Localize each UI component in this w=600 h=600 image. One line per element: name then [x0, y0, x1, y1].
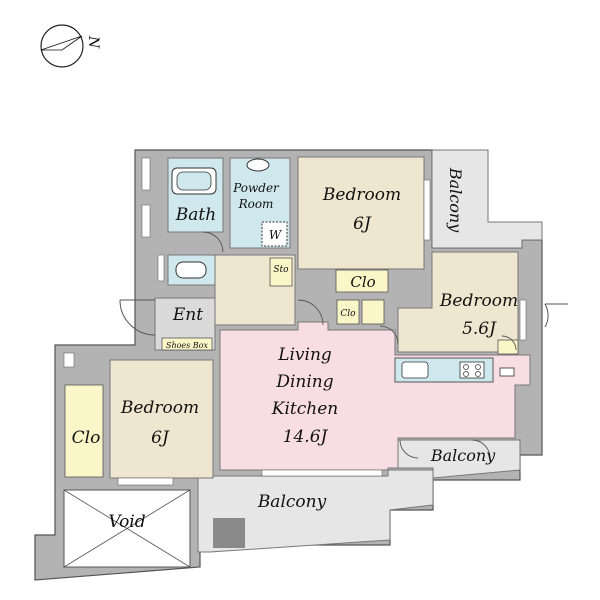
balcony-south-label: Balcony: [257, 492, 327, 512]
sink-icon: [246, 158, 270, 172]
compass: N: [40, 24, 101, 68]
entrance-label: Ent: [172, 305, 203, 325]
door-swing: [544, 303, 568, 328]
bedroom-west-size: 6J: [151, 428, 170, 448]
fridge-icon: [499, 367, 515, 377]
bathtub-inner-icon: [176, 171, 212, 191]
bedroom-east-size: 5.6J: [462, 319, 497, 339]
ldk-label-line3: Kitchen: [271, 399, 338, 419]
storage-label: Sto: [273, 265, 289, 275]
bedroom-north-label: Bedroom: [322, 185, 401, 205]
balcony-pillar: [213, 518, 245, 548]
shoes-box-area: [161, 337, 213, 351]
door-swing: [501, 335, 517, 351]
ldk-label-size: 14.6J: [283, 427, 329, 447]
void-label: Void: [108, 512, 145, 532]
powder-room-label-line1: Powder: [232, 181, 280, 195]
window: [423, 179, 431, 241]
compass-circle: [40, 24, 84, 68]
compass-north-label: N: [85, 35, 101, 49]
storage-area: [269, 257, 293, 287]
ldk-label-line1: Living: [277, 345, 332, 365]
closet-west-label: Clo: [72, 428, 101, 448]
balcony-east-area: [431, 149, 543, 249]
door-swing: [471, 439, 491, 459]
compass-needle-tail-icon: [40, 35, 83, 51]
window: [157, 254, 165, 282]
kitchen-sink-icon: [401, 361, 429, 379]
washer-box: [261, 221, 288, 247]
burner-icon: [463, 371, 469, 377]
door-swing: [399, 439, 419, 459]
bath-label: Bath: [175, 205, 216, 225]
door-swing: [202, 231, 224, 253]
window: [141, 157, 151, 191]
closet-small2-area: [361, 299, 385, 325]
powder-room-label-line2: Room: [238, 197, 274, 211]
door-swing: [297, 299, 324, 326]
closet-west-area: [64, 384, 104, 478]
burner-icon: [475, 364, 481, 370]
toilet-icon: [175, 261, 207, 279]
void-cross-line: [63, 489, 191, 568]
bedroom-east-label: Bedroom: [439, 291, 518, 311]
shoes-box-label: Shoes Box: [166, 341, 209, 350]
closet-center-area: [335, 269, 389, 293]
closet-small-label: Clo: [340, 309, 356, 319]
balcony-east-label: Balcony: [446, 167, 465, 233]
window: [141, 204, 151, 238]
bedroom-east-area: [397, 251, 519, 353]
burner-icon: [475, 371, 481, 377]
ldk-label-line2: Dining: [275, 372, 333, 392]
bedroom-north-size: 6J: [353, 214, 372, 234]
balcony-south-right-label: Balcony: [430, 446, 496, 465]
door-swing: [379, 325, 399, 345]
window: [261, 469, 383, 477]
washer-label: W: [269, 228, 283, 242]
bedroom-north-area: [297, 156, 425, 270]
closet-small-area: [336, 299, 360, 325]
window: [117, 477, 174, 486]
balcony-south-area: [197, 469, 434, 553]
closet-center-label: Clo: [350, 273, 375, 291]
window: [519, 299, 527, 341]
window: [63, 352, 75, 368]
bedroom-west-label: Bedroom: [120, 398, 199, 418]
stove-icon: [459, 361, 485, 379]
door-swing: [119, 299, 156, 336]
closet-east-small-area: [497, 339, 519, 355]
bedroom-west-area: [109, 359, 214, 479]
burner-icon: [463, 364, 469, 370]
